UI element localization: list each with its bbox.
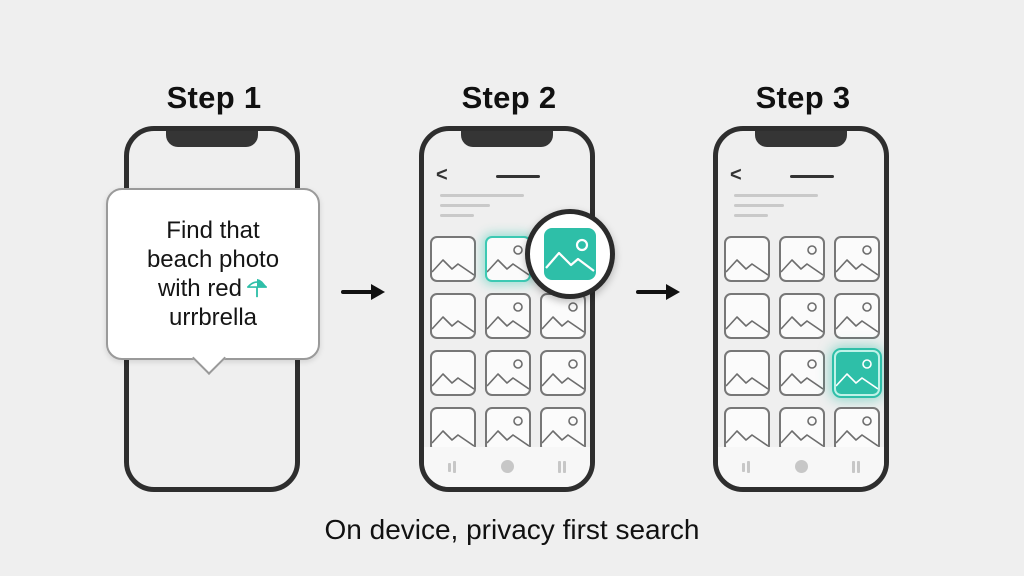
photo-thumbnail[interactable] <box>724 293 770 339</box>
photo-thumbnail[interactable] <box>485 350 531 396</box>
text-line <box>440 204 490 207</box>
footer-caption: On device, privacy first search <box>324 514 700 545</box>
photo-thumbnail[interactable] <box>430 236 476 282</box>
image-icon <box>432 316 474 333</box>
recents-bars-icon[interactable] <box>850 461 862 473</box>
phone-step-3: < <box>713 126 889 492</box>
image-icon <box>487 359 529 390</box>
query-line-2: beach photo <box>146 246 280 273</box>
header-title-placeholder <box>790 175 834 178</box>
photo-thumbnail[interactable] <box>540 350 586 396</box>
umbrella-icon <box>247 278 268 298</box>
arrow-right-icon <box>341 284 385 300</box>
image-icon <box>544 228 596 280</box>
text-line <box>734 204 784 207</box>
query-line-3-text: with red <box>157 275 243 302</box>
image-icon <box>726 373 768 390</box>
image-icon <box>836 302 878 333</box>
photo-thumbnail[interactable] <box>724 236 770 282</box>
image-icon <box>542 416 584 447</box>
image-icon <box>487 302 529 333</box>
image-icon <box>781 245 823 276</box>
image-icon <box>487 416 529 447</box>
photo-thumbnail-highlighted[interactable] <box>485 236 531 282</box>
image-icon <box>542 302 584 333</box>
photo-thumbnail[interactable] <box>779 293 825 339</box>
query-line-3: with red <box>147 274 279 303</box>
photo-thumbnail[interactable] <box>834 236 880 282</box>
back-bars-icon[interactable] <box>740 461 752 473</box>
nav-bar <box>424 447 590 487</box>
search-query-text: Find that beach photo with red urrbrella <box>147 216 279 332</box>
home-dot-icon[interactable] <box>501 460 514 473</box>
back-bars-icon[interactable] <box>446 461 458 473</box>
header-title-placeholder <box>496 175 540 178</box>
image-icon <box>726 316 768 333</box>
nav-bar <box>718 447 884 487</box>
image-icon <box>726 430 768 447</box>
text-line <box>734 214 768 217</box>
home-dot-icon[interactable] <box>795 460 808 473</box>
photo-thumbnail[interactable] <box>779 350 825 396</box>
image-icon <box>781 359 823 390</box>
phone-step-2: < <box>419 126 595 492</box>
image-icon <box>542 359 584 390</box>
photo-thumbnail[interactable] <box>779 236 825 282</box>
image-icon <box>836 245 878 276</box>
recents-bars-icon[interactable] <box>556 461 568 473</box>
text-line <box>440 214 474 217</box>
photo-thumbnail[interactable] <box>430 293 476 339</box>
image-icon <box>432 430 474 447</box>
chevron-left-icon[interactable]: < <box>436 164 448 186</box>
photo-grid <box>724 236 880 453</box>
photo-thumbnail[interactable] <box>834 293 880 339</box>
chevron-left-icon[interactable]: < <box>730 164 742 186</box>
search-query-bubble: Find that beach photo with red urrbrella <box>106 188 320 360</box>
photo-thumbnail[interactable] <box>485 293 531 339</box>
phone-notch <box>755 131 847 147</box>
query-line-4: urrbrella <box>168 304 258 331</box>
image-icon <box>781 302 823 333</box>
phone-notch <box>461 131 553 147</box>
image-icon <box>432 373 474 390</box>
magnifier <box>525 209 615 299</box>
phone-notch <box>166 131 258 147</box>
image-icon <box>836 359 878 390</box>
step-2-title: Step 2 <box>461 80 557 115</box>
arrow-right-icon <box>636 284 680 300</box>
photo-thumbnail[interactable] <box>430 407 476 453</box>
image-icon <box>836 416 878 447</box>
image-icon <box>726 259 768 276</box>
image-icon <box>487 245 529 276</box>
photo-thumbnail[interactable] <box>430 350 476 396</box>
query-line-1: Find that <box>166 217 260 244</box>
step-1-title: Step 1 <box>166 80 262 115</box>
photo-thumbnail[interactable] <box>540 293 586 339</box>
text-line <box>734 194 818 197</box>
image-icon <box>432 259 474 276</box>
photo-thumbnail-selected[interactable] <box>834 350 880 396</box>
photo-thumbnail[interactable] <box>724 350 770 396</box>
image-icon <box>781 416 823 447</box>
photo-thumbnail[interactable] <box>834 407 880 453</box>
step-3-title: Step 3 <box>755 80 851 115</box>
text-line <box>440 194 524 197</box>
photo-thumbnail[interactable] <box>540 407 586 453</box>
